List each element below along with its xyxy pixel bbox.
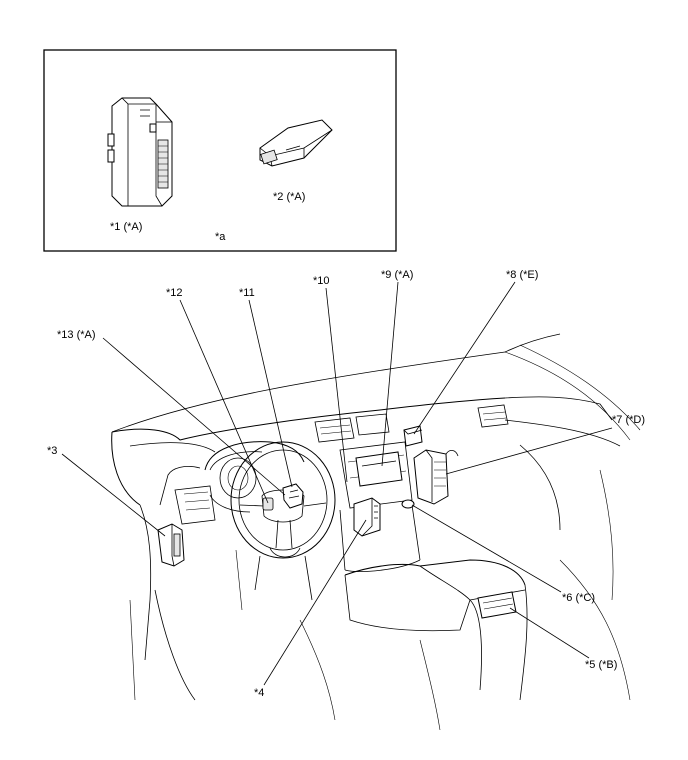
callout-label: *6 (*C) (562, 592, 595, 604)
part-7-junction-block (413, 449, 459, 505)
vehicle-interior-illustration (111, 333, 641, 731)
callout-label: *13 (*A) (57, 329, 96, 341)
ecu-module-1-illustration (107, 97, 173, 207)
callout-label: *5 (*B) (585, 659, 617, 671)
part-13-switch-cluster (282, 483, 304, 509)
inset-note-label: *a (215, 231, 226, 243)
callout-label: *4 (254, 687, 264, 699)
part-4-ecu (353, 497, 381, 537)
part-12-cluster-unit (262, 497, 274, 511)
callout-label: *9 (*A) (381, 269, 413, 281)
callout-label: *12 (166, 287, 183, 299)
callout-label: *10 (313, 275, 330, 287)
inset-item-label: *2 (*A) (273, 191, 305, 203)
callout-labels: *3 *4 *5 (*B) *6 (*C) *7 (*D) *8 (*E) *9… (47, 269, 645, 699)
ecu-module-2-illustration (259, 119, 333, 167)
part-8-sensor (403, 425, 423, 447)
part-3-module (157, 523, 185, 567)
callout-label: *7 (*D) (612, 414, 645, 426)
callout-label: *11 (239, 287, 255, 299)
inset-frame (43, 49, 397, 252)
part-6-connector (401, 499, 415, 509)
leader-lines (61, 281, 613, 686)
part-9-control-unit (355, 451, 403, 487)
inset-item-label: *1 (*A) (110, 221, 142, 233)
callout-label: *3 (47, 445, 57, 457)
callout-label: *8 (*E) (506, 269, 538, 281)
inset-panel: *1 (*A) *2 (*A) *a (43, 49, 397, 252)
